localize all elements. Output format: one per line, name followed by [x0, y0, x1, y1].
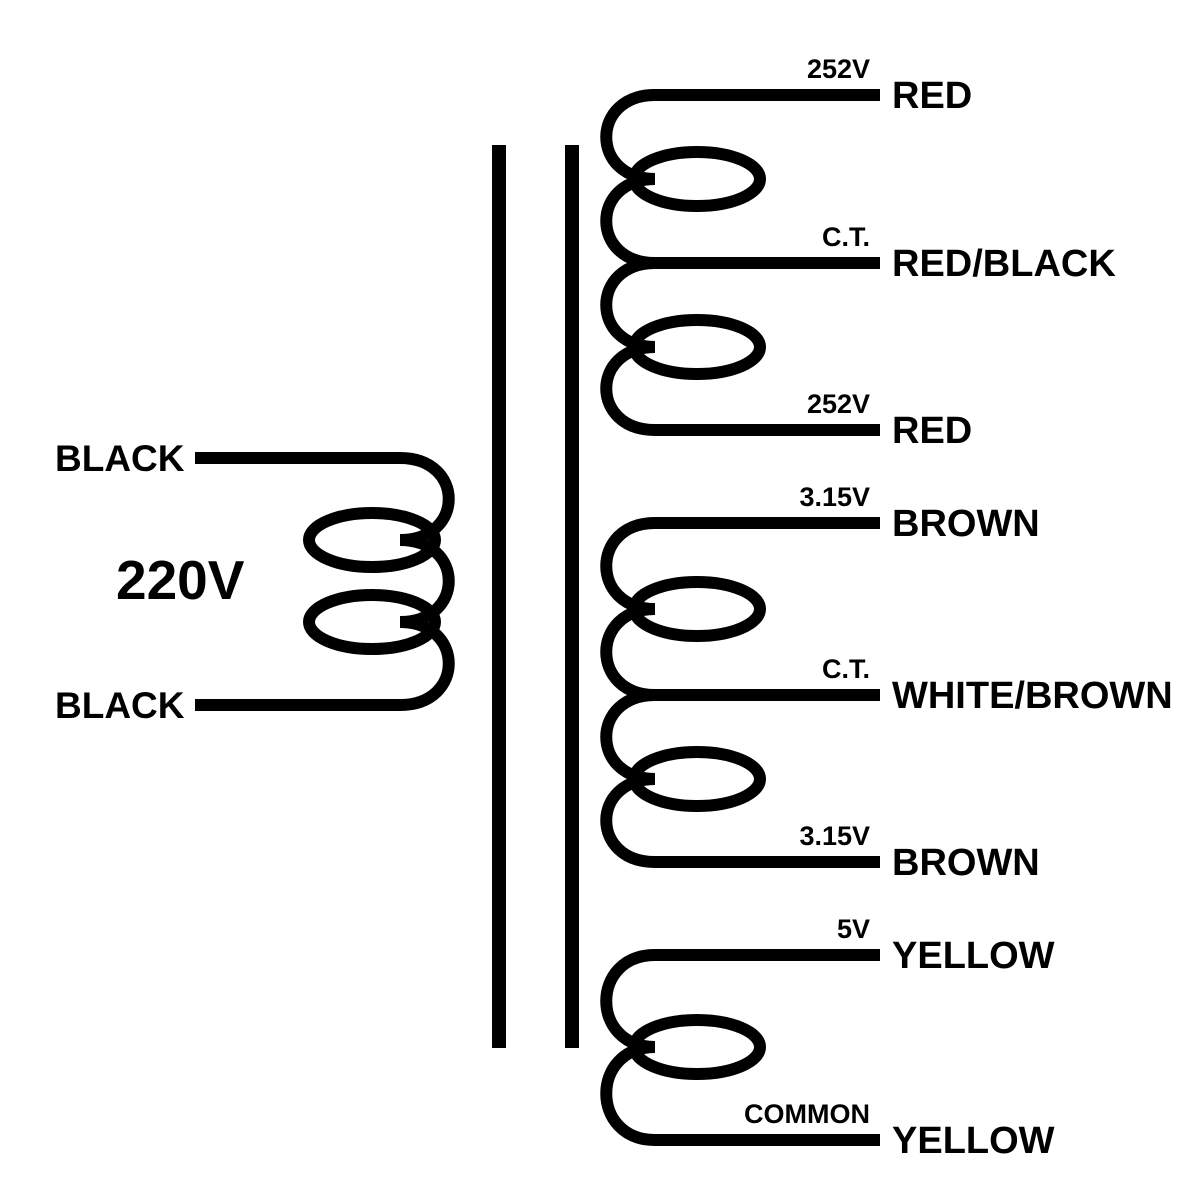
secondary-winding-2 [600, 517, 880, 868]
secondary-3-coil-wire [600, 949, 880, 1146]
primary-lead-bottom-label: BLACK [55, 685, 185, 726]
sec1-lead1-wire-label: RED [892, 75, 972, 117]
sec1-lead1-tap-label: 252V [807, 54, 870, 84]
sec1-lead3-wire-label: RED [892, 410, 972, 452]
sec2-lead3-tap-label: 3.15V [799, 821, 870, 851]
diagram-labels: BLACK 220V BLACK 252V RED C.T. RED/BLACK… [55, 54, 1173, 1162]
secondary-3-loop-1 [628, 1014, 766, 1080]
secondary-1-coil-wire [600, 89, 880, 436]
secondary-1-loop-1 [628, 146, 766, 212]
sec1-lead3-tap-label: 252V [807, 389, 870, 419]
primary-lead-top-label: BLACK [55, 438, 185, 479]
primary-voltage-label: 220V [116, 549, 245, 611]
primary-winding [195, 452, 455, 711]
sec1-lead2-tap-label: C.T. [822, 222, 870, 252]
secondary-winding-1 [600, 89, 880, 436]
sec2-lead1-wire-label: BROWN [892, 503, 1040, 545]
secondary-1-loop-2 [628, 314, 766, 380]
secondary-2-coil-wire [600, 517, 880, 868]
sec3-lead1-tap-label: 5V [837, 914, 870, 944]
sec2-lead2-tap-label: C.T. [822, 654, 870, 684]
primary-coil-loop-2 [303, 589, 441, 655]
secondary-winding-3 [600, 949, 880, 1146]
transformer-core [492, 145, 579, 1048]
primary-coil-wire [195, 452, 455, 711]
sec2-lead3-wire-label: BROWN [892, 842, 1040, 884]
sec1-lead2-wire-label: RED/BLACK [892, 243, 1116, 285]
sec2-lead2-wire-label: WHITE/BROWN [892, 675, 1173, 717]
sec3-lead2-wire-label: YELLOW [892, 1120, 1055, 1162]
primary-coil-loop-1 [303, 507, 441, 573]
sec2-lead1-tap-label: 3.15V [799, 482, 870, 512]
secondary-2-loop-1 [628, 576, 766, 642]
sec3-lead2-tap-label: COMMON [744, 1099, 870, 1129]
sec3-lead1-wire-label: YELLOW [892, 935, 1055, 977]
secondary-2-loop-2 [628, 746, 766, 812]
